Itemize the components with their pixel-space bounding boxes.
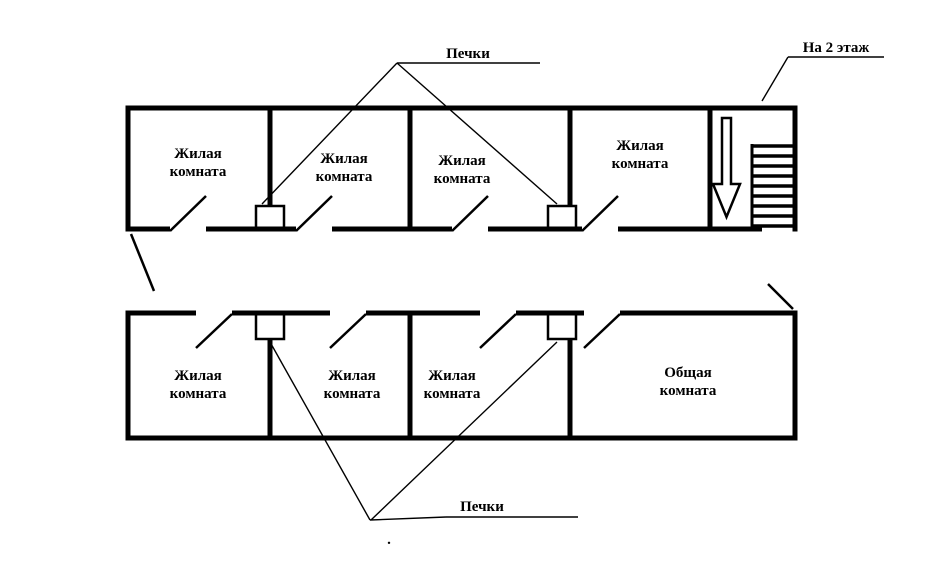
stove-symbols	[254, 204, 578, 341]
room-label-line1: Жилая	[616, 138, 664, 154]
stair-down-arrow	[711, 116, 742, 221]
stair-treads	[752, 144, 795, 228]
door-swing-top-room-4	[581, 195, 619, 232]
stove-symbol-top-right	[546, 204, 578, 229]
bottom-room-block-walls	[125, 310, 798, 441]
second-floor-leader	[761, 56, 789, 102]
stairwell	[711, 116, 795, 229]
bottom-room-1-label: Жилая комната	[170, 368, 227, 402]
stoves-bottom-leader-left	[269, 341, 371, 521]
room-label-line2: комната	[170, 386, 227, 402]
stove-symbol-bottom-left	[254, 313, 286, 341]
stoves-top-leader-right	[396, 62, 558, 205]
room-label-line1: Общая	[664, 365, 711, 381]
door-swing-corridor-right-end	[767, 283, 794, 310]
room-label-line1: Жилая	[328, 368, 376, 384]
room-label-line1: Жилая	[174, 368, 222, 384]
top-room-1-label: Жилая комната	[170, 146, 227, 180]
stove-symbol-bottom-right	[546, 313, 578, 341]
bottom-room-4-label: Общая комната	[660, 365, 717, 399]
to-second-floor-label: На 2 этаж	[803, 40, 870, 56]
text-labels: Печки На 2 этаж Печки . Жилая комната Жи…	[170, 40, 870, 548]
door-swing-bottom-room-2	[329, 313, 367, 349]
stray-dot: .	[387, 532, 391, 548]
stoves-top-label: Печки	[446, 46, 490, 62]
door-swing-bottom-room-4	[583, 313, 621, 349]
bottom-block-partitions	[267, 313, 573, 438]
room-label-line2: комната	[324, 386, 381, 402]
stoves-top-leader-left	[261, 62, 398, 205]
room-label-line2: комната	[316, 169, 373, 185]
stoves-bottom-leader-right	[370, 341, 558, 521]
annotation-leaders	[261, 56, 884, 521]
bottom-room-2-label: Жилая комната	[324, 368, 381, 402]
door-swings	[129, 195, 794, 349]
room-label-line1: Жилая	[438, 153, 486, 169]
top-room-3-label: Жилая комната	[434, 153, 491, 187]
door-swing-bottom-room-1	[195, 313, 233, 349]
room-label-line1: Жилая	[428, 368, 476, 384]
room-label-line2: комната	[434, 171, 491, 187]
room-label-line2: комната	[612, 156, 669, 172]
bottom-room-3-label: Жилая комната	[424, 368, 481, 402]
room-label-line1: Жилая	[320, 151, 368, 167]
stoves-bottom-leader-connector	[369, 516, 447, 521]
room-label-line1: Жилая	[174, 146, 222, 162]
door-swing-corridor-left-end	[129, 233, 156, 292]
room-label-line2: комната	[170, 164, 227, 180]
door-swing-top-room-3	[451, 195, 489, 232]
door-swing-top-room-1	[169, 195, 207, 232]
door-swing-bottom-room-3	[479, 313, 517, 349]
room-label-line2: комната	[424, 386, 481, 402]
stove-symbol-top-left	[254, 204, 286, 229]
door-swing-top-room-2	[295, 195, 333, 232]
stoves-bottom-label: Печки	[460, 499, 504, 515]
top-room-2-label: Жилая комната	[316, 151, 373, 185]
top-block-partitions	[267, 106, 713, 229]
top-room-4-label: Жилая комната	[612, 138, 669, 172]
room-label-line2: комната	[660, 383, 717, 399]
top-room-block-walls	[125, 105, 798, 232]
